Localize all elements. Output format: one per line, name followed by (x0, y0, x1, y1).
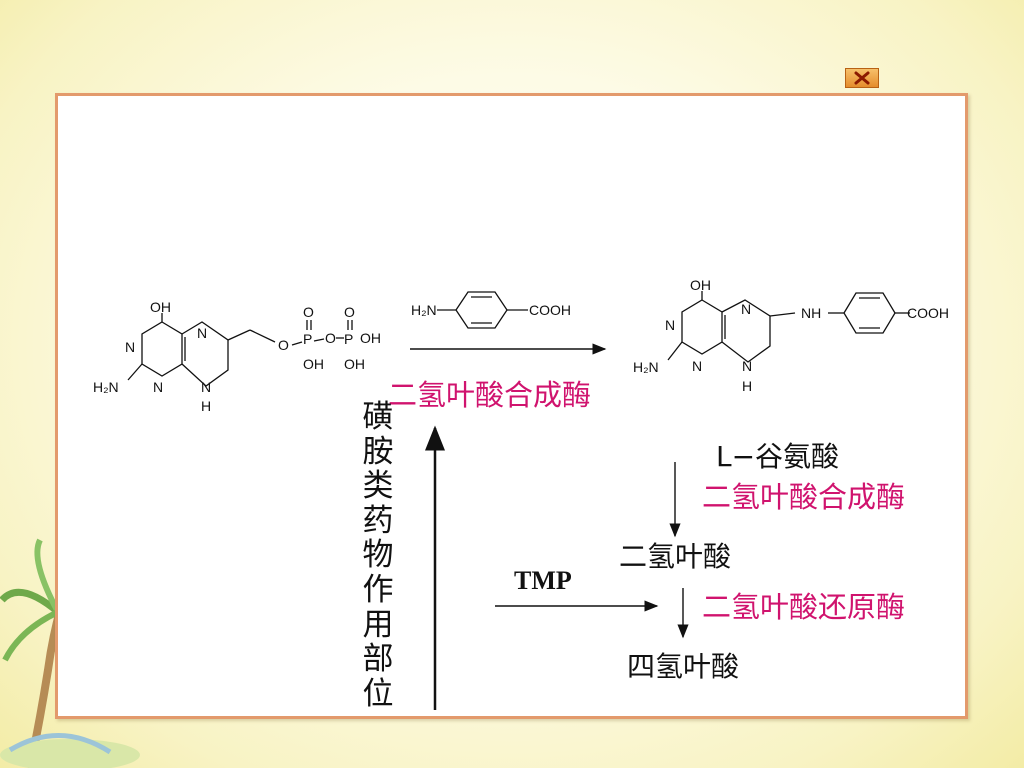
glutamate-label: L−谷氨酸 (716, 440, 840, 473)
reactant-o: O (325, 330, 336, 346)
product-h: H (742, 378, 752, 394)
vertical-char: 胺 (362, 433, 394, 470)
reactant-o: O (278, 337, 289, 353)
reactant-o: O (303, 304, 314, 320)
tetrahydrofolate-label: 四氢叶酸 (627, 650, 740, 683)
vertical-char: 作 (362, 571, 394, 608)
product-n: N (742, 358, 752, 374)
enzyme-synthase-label: 二氢叶酸合成酶 (702, 480, 906, 514)
enzyme-synthase-label: 二氢叶酸合成酶 (388, 378, 592, 412)
vertical-char: 位 (362, 675, 394, 712)
vertical-char: 用 (362, 606, 394, 643)
reagent-cooh: COOH (529, 302, 571, 318)
enzyme-reductase-label: 二氢叶酸还原酶 (702, 590, 906, 624)
reactant-p: P (344, 331, 353, 347)
reactant-h2n: H₂N (93, 379, 119, 395)
reagent-h2n: H₂N (411, 302, 437, 318)
vertical-char: 药 (362, 502, 394, 539)
reactant-oh: OH (360, 330, 381, 346)
reactant-p: P (303, 331, 312, 347)
vertical-char: 类 (362, 468, 394, 505)
reactant-n: N (153, 379, 163, 395)
product-oh: OH (690, 277, 711, 293)
vertical-char: 磺 (362, 399, 394, 435)
sulfonamide-site-label: 磺 胺 类 药 物 作 用 部 位 (358, 400, 398, 711)
product-n: N (665, 317, 675, 333)
reactant-oh: OH (344, 356, 365, 372)
close-x-icon (854, 71, 870, 85)
reactant-oh: OH (303, 356, 324, 372)
vertical-char: 部 (362, 641, 394, 678)
reactant-n: N (201, 379, 211, 395)
tmp-label: TMP (514, 566, 572, 595)
reactant-o: O (344, 304, 355, 320)
reactant-h: H (201, 398, 211, 414)
vertical-char: 物 (362, 537, 394, 574)
product-nh: NH (801, 305, 821, 321)
product-h2n: H₂N (633, 359, 659, 375)
product-n: N (692, 358, 702, 374)
close-button[interactable] (845, 68, 879, 88)
slide-frame (55, 93, 968, 719)
product-n: N (741, 301, 751, 317)
product-cooh: COOH (907, 305, 949, 321)
reactant-n: N (125, 339, 135, 355)
reactant-n: N (197, 325, 207, 341)
dihydrofolate-label: 二氢叶酸 (619, 540, 732, 573)
reactant-oh: OH (150, 299, 171, 315)
